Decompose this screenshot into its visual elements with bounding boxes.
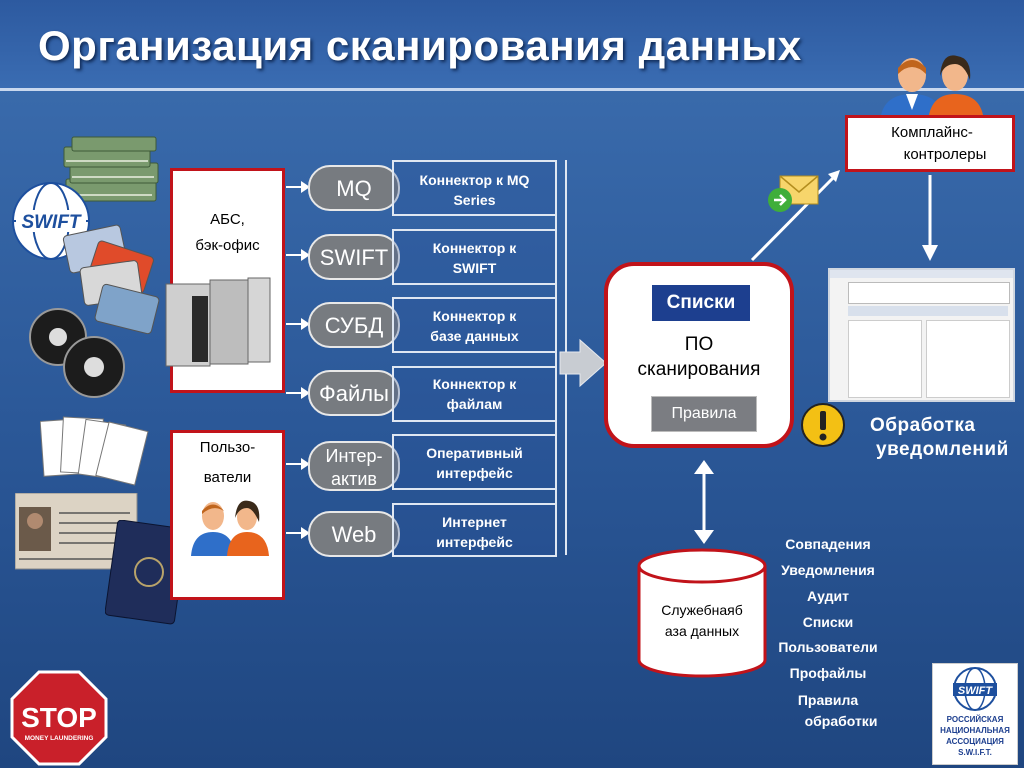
notifications-line1: Обработка xyxy=(870,415,976,436)
connector-database: Коннектор к базе данных xyxy=(392,297,557,353)
gray-arrow-icon xyxy=(559,338,607,388)
users-line1: Пользо- xyxy=(199,439,256,456)
assoc-line3: АССОЦИАЦИЯ xyxy=(946,737,1004,746)
channel-interactive: Интер- актив xyxy=(308,441,400,491)
abs-line2: бэк-офис xyxy=(195,237,260,254)
channel-mq: MQ xyxy=(308,165,400,211)
title-divider xyxy=(0,88,1024,91)
connector-internet: Интернет интерфейс xyxy=(392,503,557,557)
connector-online-line2: интерфейс xyxy=(436,465,513,481)
scanner-line1: ПО xyxy=(684,334,714,355)
db-item-rules: Правила xyxy=(797,692,859,708)
db-item-notifications: Уведомления xyxy=(781,562,875,578)
arrow-to-swift xyxy=(286,249,310,261)
notification-screen-thumbnail xyxy=(828,268,1015,402)
connector-swift-line1: Коннектор к xyxy=(432,240,517,256)
money-stack-icon xyxy=(63,136,159,202)
db-item-profiles: Профайлы xyxy=(789,665,867,681)
db-item-matches: Совпадения xyxy=(785,536,871,552)
assoc-line2: НАЦИОНАЛЬНАЯ xyxy=(940,726,1010,735)
notifications-label: Обработка уведомлений xyxy=(870,414,1009,462)
association-logo: SWIFT РОССИЙСКАЯ НАЦИОНАЛЬНАЯ АССОЦИАЦИЯ… xyxy=(932,663,1018,765)
connector-online: Оперативный интерфейс xyxy=(392,434,557,490)
connector-files-line2: файлам xyxy=(446,396,503,412)
page-title: Организация сканирования данных xyxy=(38,22,802,69)
rules-badge: Правила xyxy=(651,396,757,432)
stop-sign-icon: STOP MONEY LAUNDERING xyxy=(10,670,108,766)
connector-swift: Коннектор к SWIFT xyxy=(392,229,557,285)
db-item-lists: Списки xyxy=(802,614,854,630)
scanner-box: Списки ПО сканирования Правила xyxy=(604,262,794,448)
association-globe-icon: SWIFT xyxy=(953,667,997,711)
connector-mq-line2: Series xyxy=(453,192,496,208)
db-item-users: Пользователи xyxy=(778,639,878,655)
service-db-label: Служебнаяб аза данных xyxy=(640,600,764,642)
users-line2: ватели xyxy=(203,469,252,486)
arrow-to-files xyxy=(286,387,310,399)
title-bar xyxy=(0,0,1024,88)
service-db-line1: Служебнаяб xyxy=(661,602,743,618)
connector-mq-line1: Коннектор к MQ xyxy=(419,172,530,188)
arrow-to-web xyxy=(286,527,310,539)
arrow-to-mq xyxy=(286,181,310,193)
users-box: Пользо- ватели xyxy=(170,430,285,600)
compliance-box: Комплайнс- контролеры xyxy=(845,115,1015,172)
connector-online-line1: Оперативный xyxy=(426,445,523,461)
stop-text: STOP xyxy=(21,702,97,733)
arrow-compliance-down xyxy=(922,175,938,261)
people-icon xyxy=(880,55,984,122)
compliance-line1: Комплайнс- xyxy=(891,124,973,141)
connector-swift-line2: SWIFT xyxy=(452,260,497,276)
warning-icon xyxy=(801,403,845,447)
documents-icon xyxy=(40,416,149,486)
passport-cover-icon xyxy=(105,520,187,625)
arrow-to-dbms xyxy=(286,318,310,330)
connector-files: Коннектор к файлам xyxy=(392,366,557,422)
channel-swift: SWIFT xyxy=(308,234,400,280)
arrows-scanner-compliance xyxy=(750,170,840,262)
server-icon xyxy=(165,277,271,367)
connector-mq: Коннектор к MQ Series xyxy=(392,160,557,216)
tape-reels-icon xyxy=(29,308,125,398)
service-db-line2: аза данных xyxy=(664,623,740,639)
db-item-audit: Аудит xyxy=(807,588,849,604)
lists-badge: Списки xyxy=(651,284,751,322)
email-icon xyxy=(768,175,819,212)
channel-files: Файлы xyxy=(308,370,400,416)
assoc-line4: S.W.I.F.T. xyxy=(958,748,992,757)
arrow-scanner-db xyxy=(694,460,714,544)
scanner-line2: сканирования xyxy=(637,359,761,380)
arrow-to-interactive xyxy=(286,458,310,470)
credit-cards-icon xyxy=(62,224,160,335)
stop-subtext: MONEY LAUNDERING xyxy=(25,735,94,742)
channel-web: Web xyxy=(308,511,400,557)
compliance-line2: контролеры xyxy=(903,146,987,163)
db-item-processing: обработки xyxy=(804,713,878,729)
users-people-icon xyxy=(191,500,269,556)
service-database-icon xyxy=(637,548,767,678)
swift-logo-text: SWIFT xyxy=(21,212,81,233)
connector-files-line1: Коннектор к xyxy=(432,376,517,392)
connector-database-line2: базе данных xyxy=(430,328,519,344)
connector-internet-line1: Интернет xyxy=(442,514,507,530)
abs-line1: АБС, xyxy=(210,211,245,228)
association-swift-text: SWIFT xyxy=(958,685,993,697)
connector-internet-line2: интерфейс xyxy=(436,534,513,550)
connector-database-line1: Коннектор к xyxy=(432,308,517,324)
assoc-line1: РОССИЙСКАЯ xyxy=(946,715,1004,724)
channel-dbms: СУБД xyxy=(308,302,400,348)
notifications-line2: уведомлений xyxy=(876,439,1009,460)
